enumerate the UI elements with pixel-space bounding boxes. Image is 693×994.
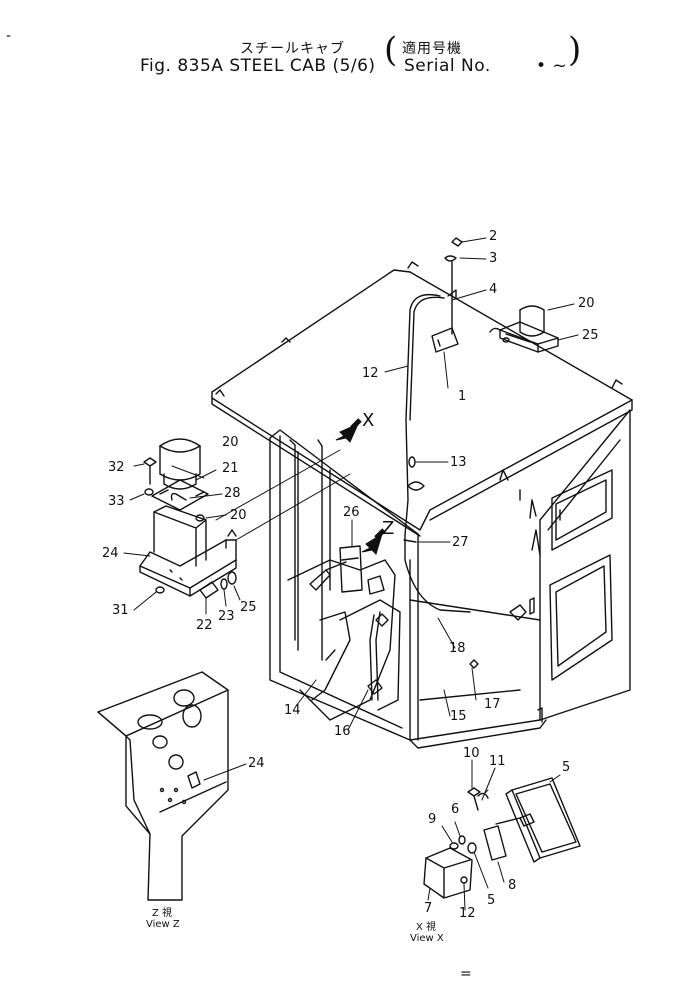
cab-roof <box>211 261 633 537</box>
callout-20-roof: 20 <box>578 296 595 311</box>
view-x-caption-jp: X 視 <box>416 922 437 933</box>
callout-22: 24 <box>248 756 265 771</box>
page-mark: = <box>460 966 472 982</box>
callout-4: 4 <box>489 282 498 297</box>
callout-14: 13 <box>450 455 467 470</box>
figure-title: Fig. 835A STEEL CAB (5/6) <box>140 56 376 76</box>
callout-25: 22 <box>196 618 213 633</box>
callout-20-nut: 20 <box>230 508 247 523</box>
callout-27: 25 <box>240 600 257 615</box>
callout-8: 8 <box>508 878 517 893</box>
roof-lamp-20 <box>489 305 559 353</box>
leader-lines <box>123 237 579 911</box>
serial-label-japanese: 適用号機 <box>402 41 462 57</box>
close-paren: ) <box>568 30 582 70</box>
title-japanese: スチールキャブ <box>240 41 345 57</box>
callout-30: 28 <box>224 486 241 501</box>
wire-harness <box>369 293 471 701</box>
callout-3: 3 <box>489 251 498 266</box>
callout-1: 1 <box>458 389 467 404</box>
page-corner-mark: - <box>6 28 12 44</box>
grommet-14 <box>403 456 425 543</box>
callout-16: 15 <box>450 709 467 724</box>
callout-26: 23 <box>218 609 235 624</box>
view-z-marker: Z <box>382 518 395 539</box>
beacon-assembly <box>139 438 237 599</box>
callout-20-beacon: 20 <box>222 435 239 450</box>
callout-11: 11 <box>489 754 506 769</box>
callout-31: 32 <box>108 460 125 475</box>
callout-17: 16 <box>334 724 351 739</box>
open-paren: ( <box>384 30 398 70</box>
mirror-assembly-view-x <box>423 777 581 899</box>
view-x-marker: X <box>362 410 375 431</box>
callout-23: 24 <box>102 546 119 561</box>
callout-10: 10 <box>463 746 480 761</box>
callout-21: 21 <box>222 461 239 476</box>
callout-24: 25 <box>582 328 599 343</box>
view-z-arrow <box>361 528 386 555</box>
callout-32: 33 <box>108 494 125 509</box>
view-z-caption-jp: Z 視 <box>152 908 173 919</box>
callout-12: 12 <box>459 906 476 921</box>
callout-9: 9 <box>428 812 437 827</box>
view-z-caption: View Z <box>146 919 180 930</box>
switch-box-28 <box>309 545 389 701</box>
callout-13: 12 <box>362 366 379 381</box>
callout-7: 7 <box>424 901 433 916</box>
serial-label: Serial No. <box>404 56 491 76</box>
view-x-arrow <box>335 418 362 443</box>
callout-5-mirror: 5 <box>562 760 571 775</box>
callout-33: 31 <box>112 603 129 618</box>
callout-15: 14 <box>284 703 301 718</box>
view-x-caption: View X <box>410 933 444 944</box>
serial-range: • ~ <box>536 56 568 76</box>
callout-2: 2 <box>489 229 498 244</box>
callout-18: 17 <box>484 697 501 712</box>
callout-29: 27 <box>452 535 469 550</box>
callout-5-nut: 5 <box>487 893 496 908</box>
callout-28: 26 <box>343 505 360 520</box>
callout-19: 18 <box>449 641 466 656</box>
callout-6: 6 <box>451 802 460 817</box>
console-view-z <box>97 671 229 901</box>
